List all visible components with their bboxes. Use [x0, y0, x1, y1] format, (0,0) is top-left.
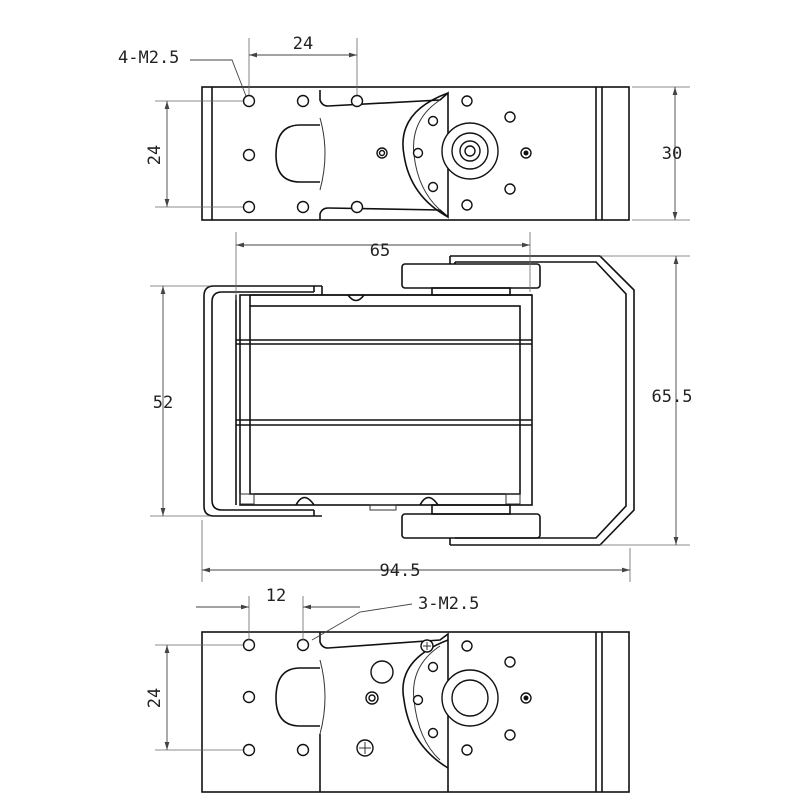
- top-hole-callout: 4-M2.5: [118, 48, 179, 68]
- bottom-center-plate: [319, 632, 449, 792]
- bottom-hole-spacing-v: 24: [145, 688, 165, 708]
- top-body-width: 30: [662, 144, 682, 164]
- mount-hole: [242, 690, 256, 704]
- top-hole-spacing-h: 24: [293, 34, 313, 54]
- top-body-outline: [201, 86, 630, 221]
- mount-hole: [296, 638, 310, 652]
- mount-hole: [296, 94, 310, 108]
- side-motor-body: [239, 294, 533, 506]
- bottom-hole-spacing-h: 12: [266, 586, 286, 606]
- mount-hole: [242, 743, 256, 757]
- mount-hole: [242, 200, 256, 214]
- bottom-body-outline: [201, 631, 630, 793]
- mount-hole: [350, 200, 364, 214]
- side-horn-top: [401, 263, 541, 289]
- bottom-hole-callout: 3-M2.5: [418, 594, 479, 614]
- side-overall-length: 94.5: [380, 561, 421, 581]
- side-horn-bottom: [401, 513, 541, 539]
- top-view: 24 24 30 4-M2.5: [118, 34, 690, 221]
- bottom-view: 12 24 3-M2.5: [145, 586, 630, 793]
- side-bracket-right: [450, 255, 635, 546]
- bottom-mount-holes: [242, 638, 532, 757]
- top-mount-holes: [242, 94, 532, 214]
- top-hole-spacing-v: 24: [145, 145, 165, 165]
- mount-hole: [296, 743, 310, 757]
- bottom-u-notch: [275, 667, 320, 727]
- side-bracket-height: 65.5: [652, 387, 693, 407]
- bottom-screws: [356, 639, 434, 757]
- mount-hole: [350, 94, 364, 108]
- mount-hole: [242, 638, 256, 652]
- mount-hole: [242, 148, 256, 162]
- top-horn-arc: [402, 92, 449, 218]
- side-view: 65 52 65.5 94.5: [150, 232, 692, 582]
- bottom-horn-arc: [402, 639, 449, 769]
- top-u-notch: [275, 124, 320, 183]
- side-motor-height: 52: [153, 393, 173, 413]
- side-motor-length: 65: [370, 241, 390, 261]
- mount-hole: [242, 94, 256, 108]
- mount-hole: [296, 200, 310, 214]
- bottom-large-hole: [370, 660, 394, 684]
- side-bracket-left: [203, 285, 322, 517]
